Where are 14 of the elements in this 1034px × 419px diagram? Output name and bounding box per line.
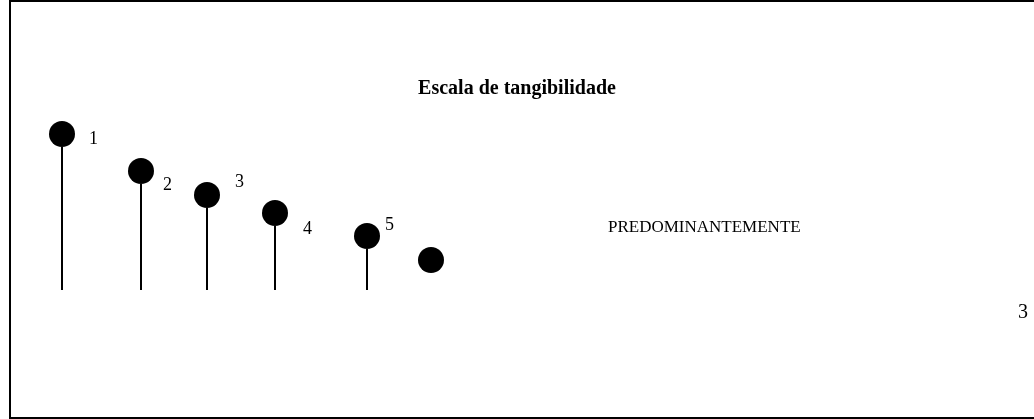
scale-number: 4 <box>303 219 312 237</box>
scale-dot <box>354 223 380 249</box>
scale-number: 3 <box>235 172 244 190</box>
scale-number: 2 <box>163 175 172 193</box>
scale-number: 5 <box>385 215 394 233</box>
page-number: 3 <box>1018 301 1028 321</box>
scale-dot <box>262 200 288 226</box>
scale-dot <box>49 121 75 147</box>
scale-dot <box>128 158 154 184</box>
scale-end-label: PREDOMINANTEMENTE <box>608 218 801 235</box>
diagram-title: Escala de tangibilidade <box>417 76 617 99</box>
scale-dot <box>418 247 444 273</box>
scale-number: 1 <box>89 129 98 147</box>
scale-dot <box>194 182 220 208</box>
